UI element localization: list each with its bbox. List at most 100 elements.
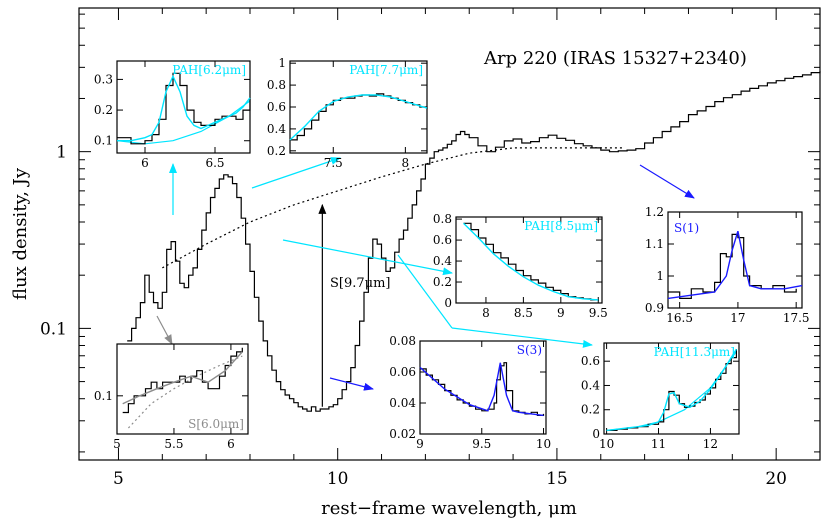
inset-frame [455, 216, 603, 304]
inset-x-tick-label: 17 [730, 311, 745, 325]
insets-layer: 6 6.5 0.1 0.2 0.3 PAH[6.2μm] 7.5 8 0.2 0.4 0.6 0.8 1… [94, 56, 810, 451]
inset-fit [667, 230, 803, 300]
inset-y-tick-label: 0.02 [389, 427, 416, 441]
x-tick-label: 15 [546, 469, 568, 489]
inset-y-tick-label: 0.2 [94, 103, 113, 117]
main-axis-ticks [79, 8, 821, 460]
inset-y-tick-label: 1 [278, 56, 286, 70]
inset-y-tick-label: 0.6 [581, 354, 600, 368]
inset-x-tick-label: 7.5 [324, 156, 343, 170]
inset-x-tick-label: 10 [536, 437, 551, 451]
inset-y-tick-label: 0.4 [433, 254, 452, 268]
inset-panel: 10 11 12 0 0.2 0.4 0.6 PAH[11.3μm] [581, 342, 740, 451]
x-tick-label: 10 [327, 469, 349, 489]
inset-y-tick-label: 0.4 [267, 122, 286, 136]
inset-y-tick-label: 0.2 [581, 403, 600, 417]
inset-x-tick-label: 8 [482, 306, 490, 320]
inset-y-tick-label: 0 [444, 296, 452, 310]
inset-fit [463, 222, 599, 301]
inset-y-tick-label: 0.8 [267, 78, 286, 92]
inset-x-tick-label: 12 [703, 437, 718, 451]
inset-label: S[6.0μm] [188, 417, 244, 431]
x-axis-label: rest−frame wavelength, μm [321, 498, 577, 519]
inset-fit [419, 362, 544, 417]
arrow-to-pah113-b [451, 327, 593, 348]
inset-x-tick-label: 6.5 [205, 156, 224, 170]
inset-y-tick-label: 0.08 [389, 334, 416, 348]
inset-panel: 9 9.5 10 0.02 0.04 0.06 0.08S(3) [389, 334, 551, 451]
inset-fit [117, 74, 251, 142]
inset-x-tick-label: 9.5 [472, 437, 491, 451]
inset-frame [419, 340, 547, 435]
inset-x-tick-label: 5 [113, 437, 121, 451]
x-tick-label: 20 [765, 469, 787, 489]
inset-y-tick-label: 0.8 [433, 212, 452, 226]
inset-data [606, 349, 737, 431]
inset-label: PAH[11.3μm] [654, 345, 735, 359]
arrow-to-s60 [156, 315, 173, 345]
inset-label: S(1) [674, 221, 699, 235]
inset-y-tick-label: 0 [592, 427, 600, 441]
inset-label: PAH[6.2μm] [172, 63, 246, 77]
inset-y-tick-label: 0.2 [267, 144, 286, 158]
inset-data [668, 233, 797, 299]
inset-frame [116, 343, 249, 435]
inset-x-tick-label: 5.5 [164, 437, 183, 451]
inset-x-tick-label: 16.5 [666, 311, 693, 325]
inset-continuum [127, 355, 243, 429]
inset-fit [289, 94, 428, 141]
inset-x-tick-label: 9 [557, 306, 565, 320]
chart-title: Arp 220 (IRAS 15327+2340) [483, 48, 747, 69]
inset-fit [606, 348, 737, 432]
inset-y-tick-label: 1.1 [645, 237, 664, 251]
inset-y-tick-label: 0.9 [645, 301, 664, 315]
inset-y-tick-label: 0.06 [389, 365, 416, 379]
inset-frame [289, 60, 428, 154]
inset-x-tick-label: 17.5 [783, 311, 810, 325]
silicate-label: S[9.7μm] [330, 276, 391, 291]
arrow-to-pah77 [251, 157, 341, 189]
arrow-to-s3 [329, 377, 374, 391]
y-axis-label: flux density, Jy [10, 167, 31, 300]
inset-panel: 5 5.5 6 0.1S[6.0μm] [94, 343, 249, 451]
arrow-to-pah113-a [397, 254, 453, 329]
inset-y-tick-label: 0.04 [389, 396, 416, 410]
inset-x-tick-label: 8 [402, 156, 410, 170]
y-tick-label: 0.1 [40, 319, 67, 339]
inset-data [117, 72, 251, 145]
inset-label: S(3) [517, 343, 542, 357]
inset-y-tick-label: 0.1 [94, 134, 113, 148]
spectrum-line [127, 71, 821, 412]
inset-y-tick-label: 1.2 [645, 205, 664, 219]
inset-x-tick-label: 9 [416, 437, 424, 451]
inset-x-tick-label: 6 [227, 437, 235, 451]
inset-x-tick-label: 8.5 [514, 306, 533, 320]
y-tick-label: 1 [56, 143, 67, 163]
inset-x-tick-label: 6 [141, 156, 149, 170]
arrow-to-pah85 [282, 239, 453, 276]
inset-label: PAH[7.7μm] [349, 63, 423, 77]
inset-frame [667, 211, 803, 309]
inset-y-tick-label: 0.6 [267, 100, 286, 114]
inset-y-tick-label: 0.6 [433, 233, 452, 247]
inset-x-tick-label: 11 [651, 437, 666, 451]
arrow-to-s1 [639, 164, 695, 199]
inset-panel: 6 6.5 0.1 0.2 0.3 PAH[6.2μm] [94, 60, 251, 170]
inset-label: PAH[8.5μm] [524, 219, 598, 233]
inset-fit [122, 351, 243, 405]
inset-y-tick-label: 0.4 [581, 378, 600, 392]
inset-x-tick-label: 10 [599, 437, 614, 451]
inset-y-tick-label: 0.2 [433, 275, 452, 289]
inset-y-tick-label: 1 [656, 269, 664, 283]
inset-frame [603, 342, 740, 435]
inset-y-tick-label: 0.3 [94, 72, 113, 86]
x-tick-label: 5 [113, 469, 124, 489]
inset-panel: 16.5 17 17.5 0.9 1 1.1 1.2S(1) [645, 205, 810, 325]
inset-y-tick-label: 0.1 [94, 389, 113, 403]
main-plot-frame [78, 7, 821, 461]
inset-x-tick-label: 9.5 [589, 306, 608, 320]
